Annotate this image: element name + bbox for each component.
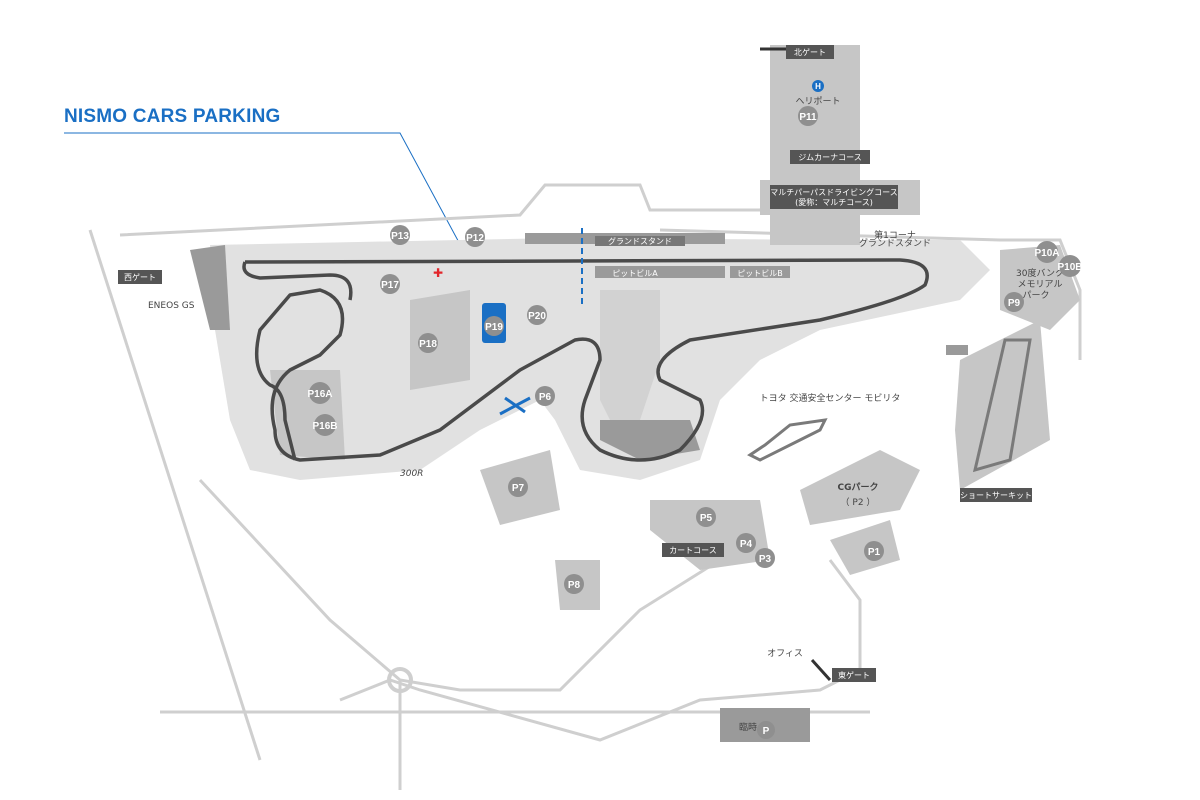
cg-park-label: CGパーク (838, 481, 879, 493)
svg-text:ピットビルA: ピットビルA (612, 269, 658, 278)
svg-text:P18: P18 (419, 339, 437, 350)
svg-text:P5: P5 (700, 513, 713, 524)
corner1-stand-label: グランドスタンド (859, 237, 931, 249)
pit-a-label: ピットビルA (612, 269, 658, 278)
parking-p16b: P16B (312, 414, 338, 436)
gate-label-west: 西ゲート (118, 270, 162, 284)
race-track (242, 258, 929, 462)
parking-markers: P11 P13 P12 P17 P18 P19 P20 P16A P16B P6… (307, 106, 1083, 739)
parking-p8: P8 (564, 574, 584, 594)
parking-icon: P (757, 721, 775, 739)
svg-text:P16A: P16A (307, 389, 332, 400)
road-network (88, 183, 1082, 790)
office-label: オフィス (767, 648, 803, 659)
svg-text:(愛称：マルチコース): (愛称：マルチコース) (795, 197, 873, 207)
short-circuit-track (972, 338, 1032, 473)
grandstand-label: グランドスタンド (595, 236, 685, 246)
svg-text:P1: P1 (868, 547, 881, 558)
short-circuit-label: ショートサーキット (960, 488, 1032, 502)
gymkhana-label: ジムカーナコース (790, 150, 870, 164)
corner1-label: 第1コーナ (874, 229, 916, 241)
bank-label-1: 30度バンク (1016, 267, 1064, 279)
svg-text:西ゲート: 西ゲート (124, 272, 156, 282)
svg-text:ショートサーキット: ショートサーキット (960, 491, 1032, 500)
svg-text:P20: P20 (528, 311, 546, 322)
bank-label-3: パーク (1022, 290, 1049, 301)
svg-text:P12: P12 (466, 233, 484, 244)
svg-text:P16B: P16B (312, 421, 337, 432)
parking-p10b: P10B (1057, 255, 1083, 277)
parking-p9: P9 (1004, 292, 1024, 312)
gate-label-north: 北ゲート (786, 45, 834, 59)
svg-text:P9: P9 (1008, 298, 1021, 309)
helipad-icon: H (812, 80, 824, 92)
svg-text:P8: P8 (568, 580, 581, 591)
svg-text:P11: P11 (799, 112, 817, 123)
parking-p3: P3 (755, 548, 775, 568)
svg-text:ジムカーナコース: ジムカーナコース (798, 153, 862, 162)
svg-text:東ゲート: 東ゲート (838, 670, 870, 680)
toyota-label: トヨタ 交通安全センター モビリタ (760, 392, 901, 404)
svg-text:P4: P4 (740, 539, 753, 550)
parking-p4: P4 (736, 533, 756, 553)
svg-text:P10B: P10B (1057, 262, 1082, 273)
parking-p18: P18 (418, 333, 438, 353)
heliport-label: ヘリポート (795, 96, 840, 107)
cg-p2-label: （ P2 ） (841, 497, 876, 508)
svg-text:マルチパーパスドライビングコース: マルチパーパスドライビングコース (770, 187, 898, 197)
first-aid-icon: ✚ (433, 266, 443, 280)
svg-text:P17: P17 (381, 280, 399, 291)
parking-p19: P19 (484, 316, 504, 336)
svg-text:P: P (763, 726, 770, 737)
svg-text:P13: P13 (391, 231, 409, 242)
parking-p20: P20 (527, 305, 547, 325)
parking-p11: P11 (798, 106, 818, 126)
kart-label: カートコース (662, 543, 724, 557)
parking-p7: P7 (508, 477, 528, 497)
parking-p10a: P10A (1034, 241, 1060, 263)
bridge-marker (499, 396, 531, 416)
parking-p1: P1 (864, 541, 884, 561)
svg-text:P19: P19 (485, 322, 503, 333)
nismo-cars-parking-title: NISMO CARS PARKING (64, 106, 281, 127)
svg-text:P3: P3 (759, 554, 772, 565)
parking-p17: P17 (380, 274, 400, 294)
parking-p13: P13 (390, 225, 410, 245)
svg-text:P10A: P10A (1034, 248, 1059, 259)
bank-label-2: メモリアル (1018, 280, 1063, 290)
temp-label: 臨時 (739, 721, 757, 733)
corner-300r-label: 300R (400, 469, 423, 479)
svg-text:北ゲート: 北ゲート (794, 47, 826, 57)
pit-b-label: ピットビルB (737, 269, 783, 278)
svg-text:P6: P6 (539, 392, 552, 403)
mobility-track (747, 418, 828, 462)
multi-course-label: マルチパーパスドライビングコース (愛称：マルチコース) (770, 185, 898, 209)
svg-text:カートコース: カートコース (669, 546, 717, 555)
roundabout (387, 667, 413, 693)
parking-p12: P12 (465, 227, 485, 247)
svg-text:P7: P7 (512, 483, 525, 494)
gate-label-east: 東ゲート (832, 668, 876, 682)
svg-text:H: H (815, 82, 821, 91)
parking-p5: P5 (696, 507, 716, 527)
eneos-label: ENEOS GS (148, 301, 195, 311)
svg-text:グランドスタンド: グランドスタンド (608, 236, 672, 246)
svg-text:ピットビルB: ピットビルB (737, 269, 783, 278)
parking-p16a: P16A (307, 382, 333, 404)
inner-area (600, 290, 660, 440)
parking-p6: P6 (535, 386, 555, 406)
